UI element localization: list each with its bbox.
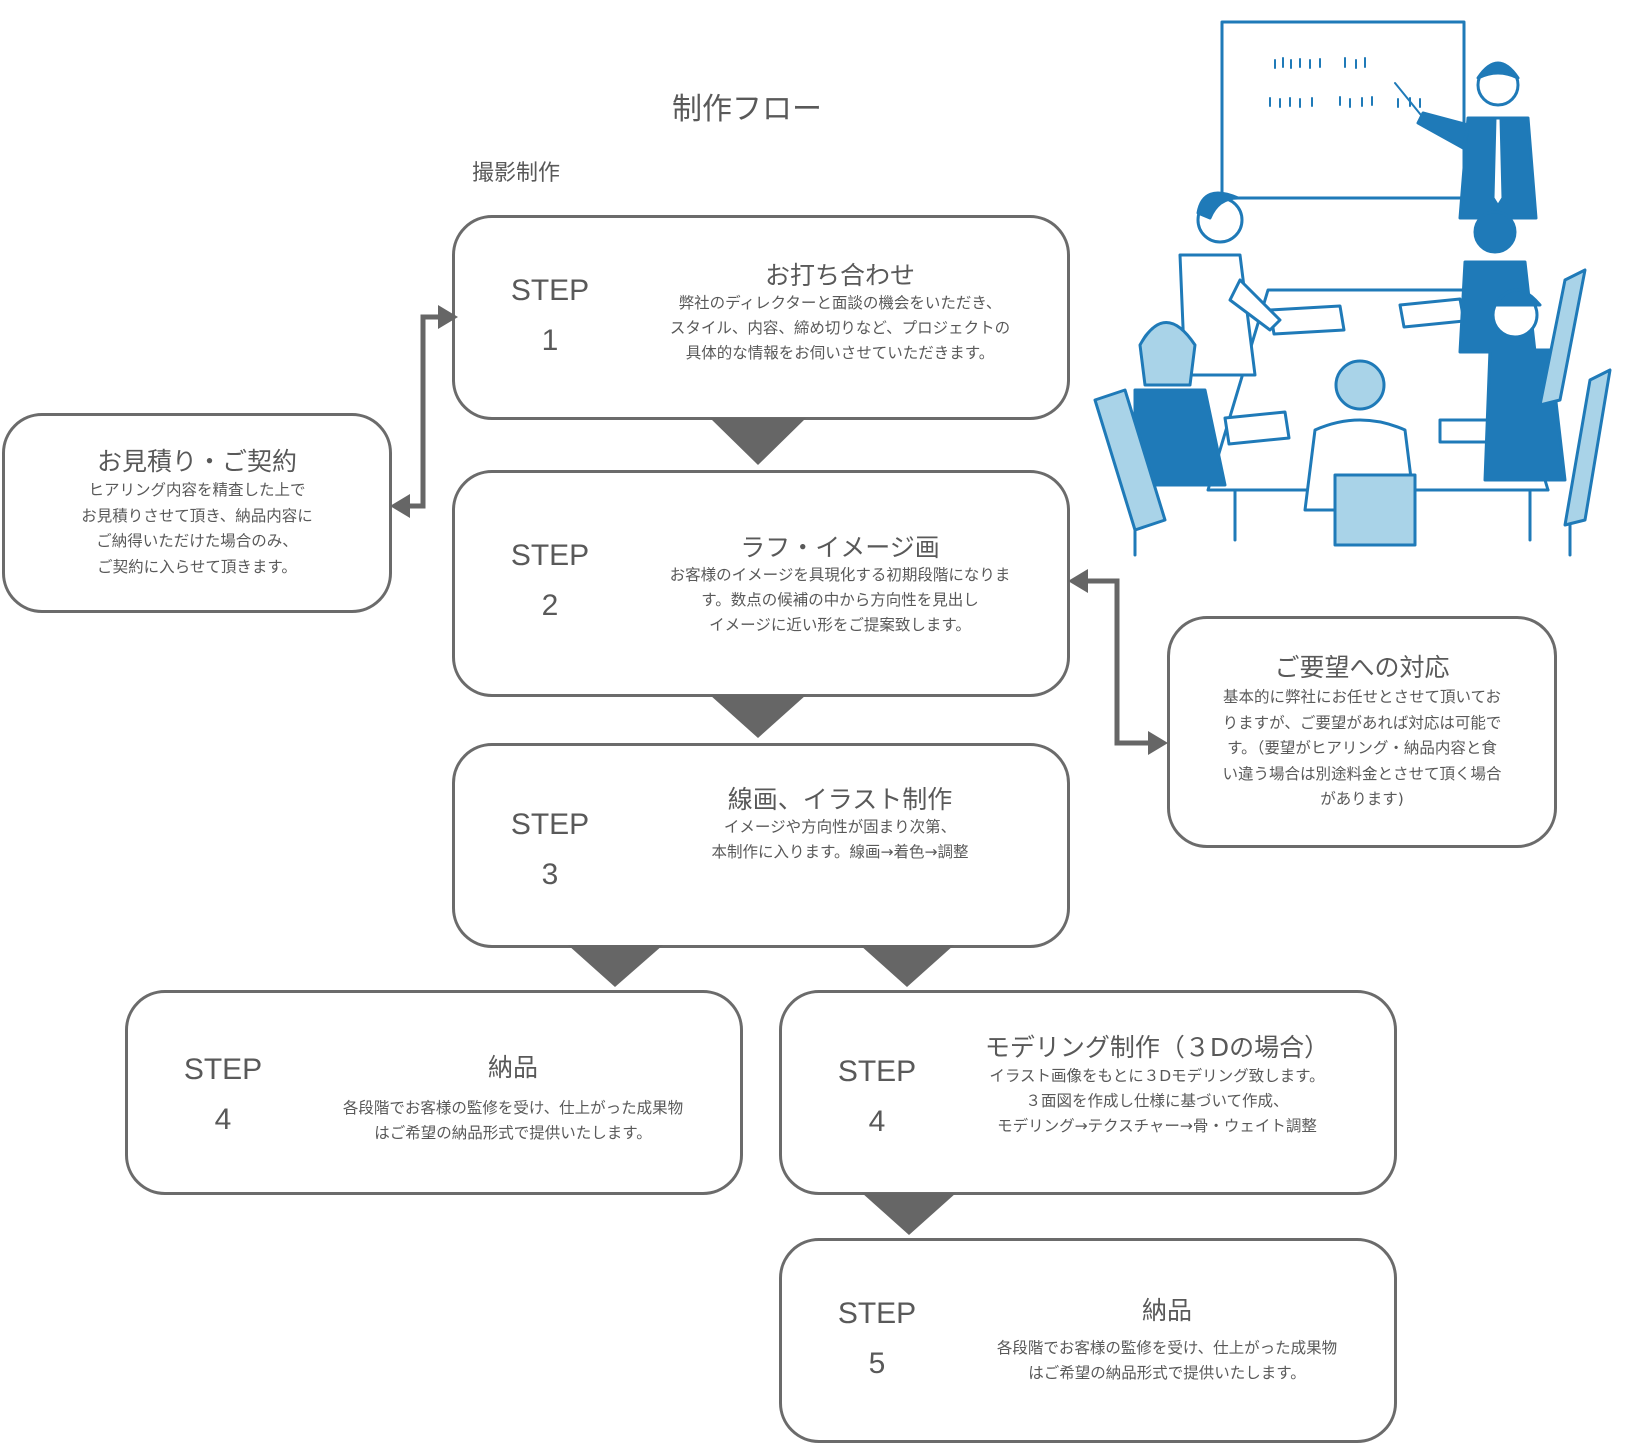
page-title: 制作フロー: [672, 92, 822, 127]
step-3-heading: 線画、イラスト制作: [727, 785, 953, 814]
step-4-modeling-heading: モデリング制作（３Dの場合）: [984, 1033, 1330, 1062]
estimate-box: お見積り・ご契約 ヒアリング内容を精査した上でお見積りさせて頂き、納品内容にご納…: [2, 413, 392, 613]
arrow-step2-to-step3: [710, 695, 806, 738]
arrowhead-to-step1: [438, 305, 458, 329]
arrowhead-to-step2: [1068, 569, 1088, 593]
arrow-step3-to-step4-modeling: [860, 945, 954, 987]
step-1-heading: お打ち合わせ: [764, 261, 915, 290]
arrow-step4-to-step5: [862, 1193, 956, 1235]
step-5-description: 各段階でお客様の監修を受け、仕上がった成果物はご希望の納品形式で提供いたします。: [996, 1339, 1338, 1382]
step-2-heading: ラフ・イメージ画: [740, 533, 940, 562]
request-box: ご要望への対応 基本的に弊社にお任せとさせて頂いておりますが、ご要望があれば対応…: [1167, 616, 1557, 848]
step-2-description: お客様のイメージを具現化する初期段階になります。数点の候補の中から方向性を見出し…: [669, 566, 1011, 634]
step-5-heading: 納品: [1141, 1296, 1192, 1325]
estimate-heading: お見積り・ご契約: [96, 447, 297, 476]
connector-estimate-step1: [407, 314, 452, 509]
arrowhead-to-estimate: [390, 494, 410, 518]
request-heading: ご要望への対応: [1274, 653, 1450, 682]
step-4-delivery-description: 各段階でお客様の監修を受け、仕上がった成果物はご希望の納品形式で提供いたします。: [342, 1099, 684, 1142]
arrowhead-to-request: [1148, 731, 1168, 755]
step-3-description: イメージや方向性が固まり次第、本制作に入ります。線画→着色→調整: [711, 818, 969, 861]
step-4-modeling-description: イラスト画像をもとに３Dモデリング致します。３面図を作成し仕様に基づいて作成、モ…: [989, 1067, 1325, 1135]
arrow-step1-to-step2: [710, 418, 806, 465]
step-4-delivery-heading: 納品: [487, 1053, 538, 1082]
estimate-description: ヒアリング内容を精査した上でお見積りさせて頂き、納品内容にご納得いただけた場合の…: [81, 481, 313, 576]
step-1-description: 弊社のディレクターと面談の機会をいただき、スタイル、内容、締め切りなど、プロジェ…: [669, 294, 1011, 362]
connector-request-step2: [1087, 578, 1150, 746]
page-subtitle: 撮影制作: [472, 161, 561, 186]
request-description: 基本的に弊社にお任せとさせて頂いておりますが、ご要望があれば対応は可能です。（要…: [1222, 688, 1502, 808]
arrow-step3-to-step4-delivery: [568, 945, 663, 987]
